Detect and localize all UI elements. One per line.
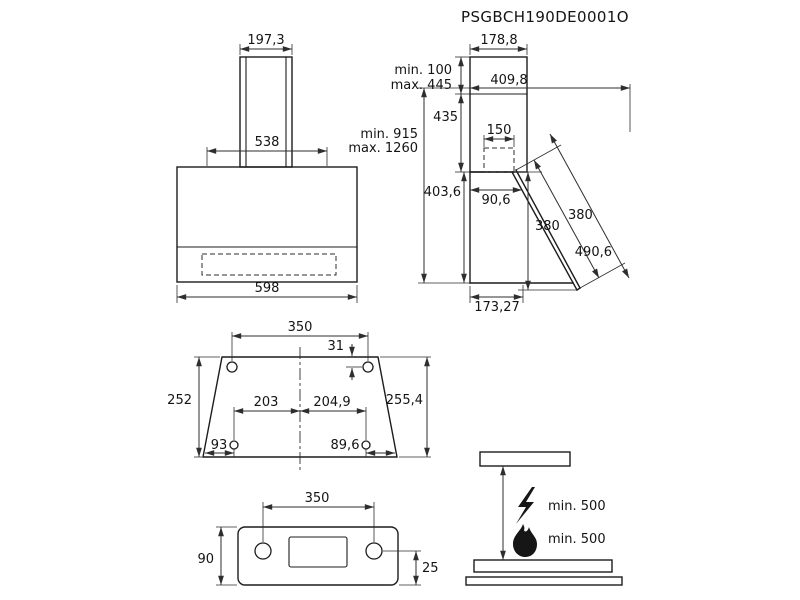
side-outlet (483, 147, 515, 173)
side-top-depth-dim: 90,6 (470, 187, 522, 208)
bracket-hole-top-left (226, 361, 238, 373)
side-top-depth-label: 90,6 (482, 193, 511, 208)
clearance-counter (465, 576, 623, 586)
side-outlet-width-label: 150 (487, 123, 512, 138)
bracket-center-to-left-label: 203 (254, 395, 279, 410)
side-chimney-height-label: 435 (433, 110, 458, 125)
bracket-view: 350 31 252 255,4 203 204,9 (167, 320, 431, 470)
bracket-hole-spacing-label: 350 (288, 320, 313, 335)
bracket-center-to-right-label: 204,9 (313, 395, 350, 410)
bracket-hole-bottom-left (229, 440, 239, 450)
front-view: 197,3 538 598 (176, 33, 358, 303)
panel-view: 350 90 25 (197, 491, 439, 586)
panel-hole-left (254, 542, 272, 560)
bracket-hole-bottom-right (361, 440, 371, 450)
side-glass-total-length-dim: 490,6 (549, 133, 630, 279)
bracket-hole-top-right (362, 361, 374, 373)
bracket-left-height-dim: 252 (167, 356, 220, 458)
side-glass-drop-label: 380 (535, 219, 560, 234)
side-total-height-min-label: min. 915 (360, 127, 418, 142)
front-mount-width-label: 538 (255, 135, 280, 150)
front-chimney-width-dim: 197,3 (239, 33, 293, 55)
bracket-center-offset-dims: 203 204,9 (233, 395, 367, 440)
side-glass-length-dim: 380 (515, 144, 626, 289)
panel-height-label: 90 (197, 552, 214, 567)
bracket-right-height-dim: 255,4 (380, 356, 431, 458)
side-glass-length-label: 380 (568, 208, 593, 223)
drawing-code: PSGBCH190DE0001O (461, 8, 629, 26)
clearance-view: min. 500 min. 500 (465, 451, 623, 586)
bracket-right-height-label: 255,4 (386, 393, 423, 408)
bracket-hole-offset-dim: 31 (327, 339, 362, 380)
side-total-height-dim: min. 915 max. 1260 (348, 87, 470, 284)
panel-bottom-offset-dim: 25 (383, 550, 439, 586)
side-view-outline (469, 56, 581, 291)
clearance-electric-min-label: min. 500 (548, 499, 606, 514)
side-chimney-ext-max-label: max. 445 (391, 78, 452, 93)
lightning-bolt-icon (516, 487, 535, 524)
side-total-height-max-label: max. 1260 (348, 141, 418, 156)
front-inner-panel (201, 253, 337, 276)
clearance-hood-bottom (479, 451, 571, 467)
front-mount-width-dim: 538 (206, 135, 328, 166)
clearance-hob (473, 559, 613, 573)
side-glass-total-length-label: 490,6 (575, 245, 612, 260)
side-body-height-label: 403,6 (424, 185, 461, 200)
side-duct-depth-dim: 178,8 (469, 33, 528, 55)
bracket-right-edge-to-hole-label: 89,6 (331, 438, 360, 453)
side-total-depth-dim: 409,8 (470, 73, 631, 132)
bracket-hole-spacing-dim: 350 (231, 320, 369, 361)
bracket-edge-hole-dims: 93 89,6 (205, 438, 395, 457)
front-view-outline (176, 56, 358, 283)
panel-window (288, 536, 348, 568)
bracket-left-height-label: 252 (167, 393, 192, 408)
side-chimney-ext-dim: min. 100 max. 445 (391, 56, 470, 173)
clearance-gas-min-label: min. 500 (548, 532, 606, 547)
side-duct-depth-label: 178,8 (480, 33, 517, 48)
side-total-depth-label: 409,8 (490, 73, 527, 88)
bracket-outline (202, 356, 398, 458)
side-bottom-depth-dim: 173,27 (469, 285, 524, 315)
side-chimney-height-dim: 435 (433, 94, 464, 172)
side-view: 178,8 min. 100 max. 445 435 409,8 min. 9… (348, 33, 631, 315)
side-outlet-width-dim: 150 (483, 123, 515, 147)
panel-height-dim: 90 (197, 526, 237, 586)
front-body (176, 166, 358, 283)
flame-icon (513, 524, 537, 557)
side-chimney-ext-min-label: min. 100 (394, 63, 452, 78)
bracket-hole-offset-label: 31 (327, 339, 344, 354)
panel-hole-spacing-label: 350 (305, 491, 330, 506)
panel-hole-spacing-dim: 350 (262, 491, 375, 542)
front-body-width-label: 598 (255, 281, 280, 296)
front-chimney-width-label: 197,3 (247, 33, 284, 48)
panel-bottom-offset-label: 25 (422, 561, 439, 576)
front-body-width-dim: 598 (176, 281, 358, 303)
side-body-height-dim: 403,6 (424, 172, 467, 283)
bracket-left-edge-to-hole-label: 93 (211, 438, 228, 453)
panel-outline (237, 526, 399, 586)
side-bottom-depth-label: 173,27 (474, 300, 520, 315)
panel-hole-right (365, 542, 383, 560)
